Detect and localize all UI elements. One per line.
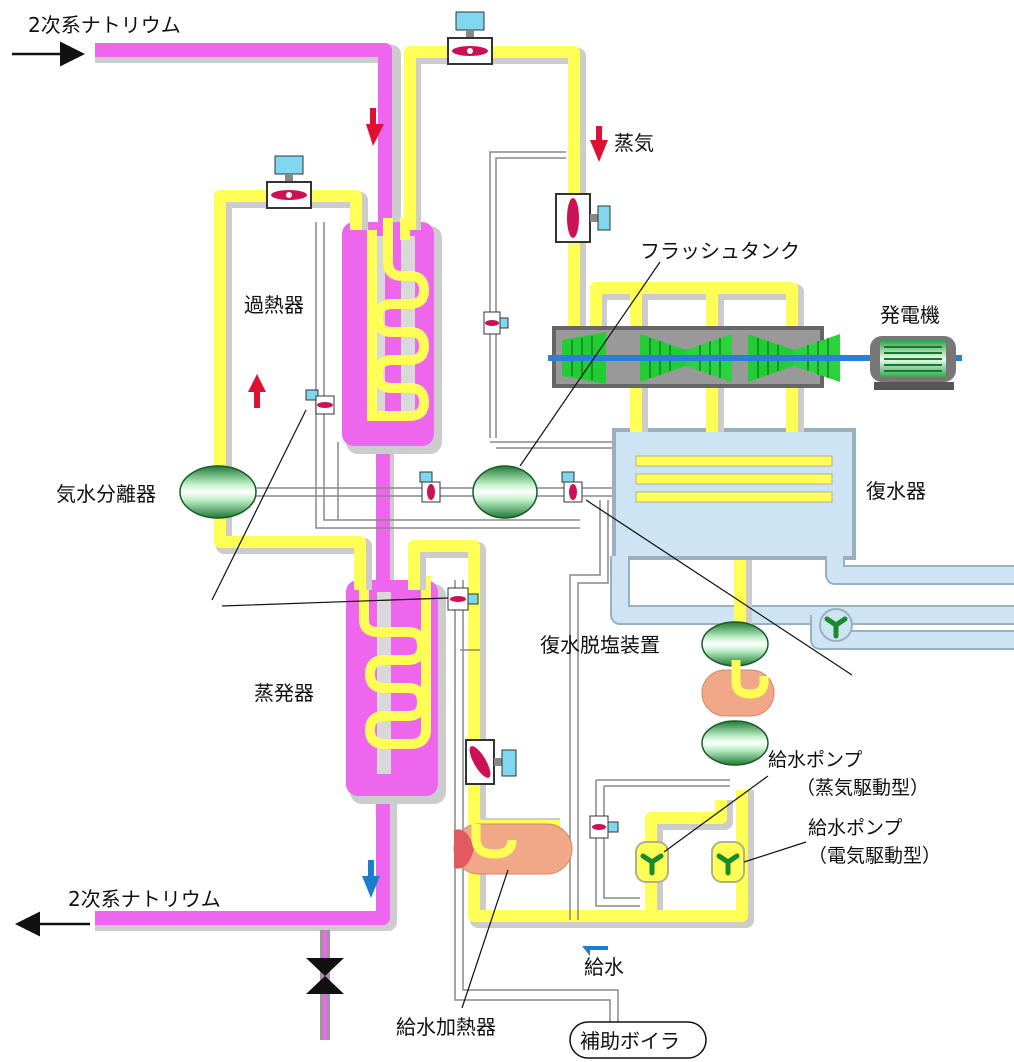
sodium-flow-down-arrow [366, 108, 384, 146]
control-valve-steam-icon [555, 193, 611, 243]
feedwater-pump-electric-icon [711, 841, 745, 883]
demineralizer-label: 復水脱塩装置 [540, 633, 660, 657]
evaporator-vessel [346, 576, 446, 804]
separator-vessel [179, 465, 257, 519]
gland-condenser-vessel [701, 660, 775, 717]
control-valve-top-icon [447, 11, 493, 65]
superheater-label: 過熱器 [244, 293, 304, 317]
generator-icon [870, 336, 956, 390]
evaporator-label: 蒸発器 [254, 681, 314, 705]
fw-pump-steam-label-2: （蒸気駆動型） [796, 777, 929, 799]
control-valve-feedwater-icon [465, 739, 517, 785]
separator-label: 気水分離器 [56, 482, 156, 506]
feedwater-pump-steam-icon [635, 841, 669, 883]
demineralizer-vessel-2 [701, 720, 769, 766]
cooling-water-pipes [610, 556, 1014, 650]
sodium-inlet-label: 2次系ナトリウム [28, 13, 181, 37]
aux-boiler-label: 補助ボイラ [580, 1029, 680, 1053]
bypass-lines [226, 151, 730, 1040]
condenser-label: 復水器 [866, 479, 926, 503]
sodium-flow-out-arrow [362, 860, 380, 898]
fw-pump-elec-label-2: （電気駆動型） [808, 845, 941, 867]
leader-lines [211, 261, 853, 1009]
condenser-vessel [612, 428, 856, 560]
superheater-vessel [342, 218, 442, 454]
flash-tank-vessel [472, 465, 538, 519]
fw-pump-steam-label-1: 給水ポンプ [768, 749, 862, 771]
steam-flow-down-arrow [590, 126, 608, 162]
fw-heater-label: 給水加熱器 [396, 1015, 496, 1039]
fw-pump-elec-label-1: 給水ポンプ [808, 817, 902, 839]
feedwater-flow-arrow [582, 946, 608, 956]
turbine-shaft [548, 355, 962, 361]
flow-arrows [248, 108, 608, 956]
sodium-pipes [95, 43, 401, 931]
generator-label: 発電機 [880, 303, 940, 327]
feedwater-label: 給水 [584, 955, 624, 979]
aux-boiler-vessel [569, 1021, 707, 1059]
small-valve-icons [305, 311, 619, 839]
sodium-outlet-label: 2次系ナトリウム [68, 887, 221, 911]
flash-tank-label: フラッシュタンク [640, 239, 800, 263]
feedwater-heater-vessel [453, 823, 573, 875]
control-valve-superheater-icon [266, 155, 312, 209]
steam-flow-up-arrow [248, 374, 266, 408]
cooling-water-pump-icon [819, 608, 853, 642]
steam-label: 蒸気 [614, 131, 654, 155]
drain-valve-icon [306, 930, 344, 1040]
demineralizer-vessel [701, 621, 769, 667]
